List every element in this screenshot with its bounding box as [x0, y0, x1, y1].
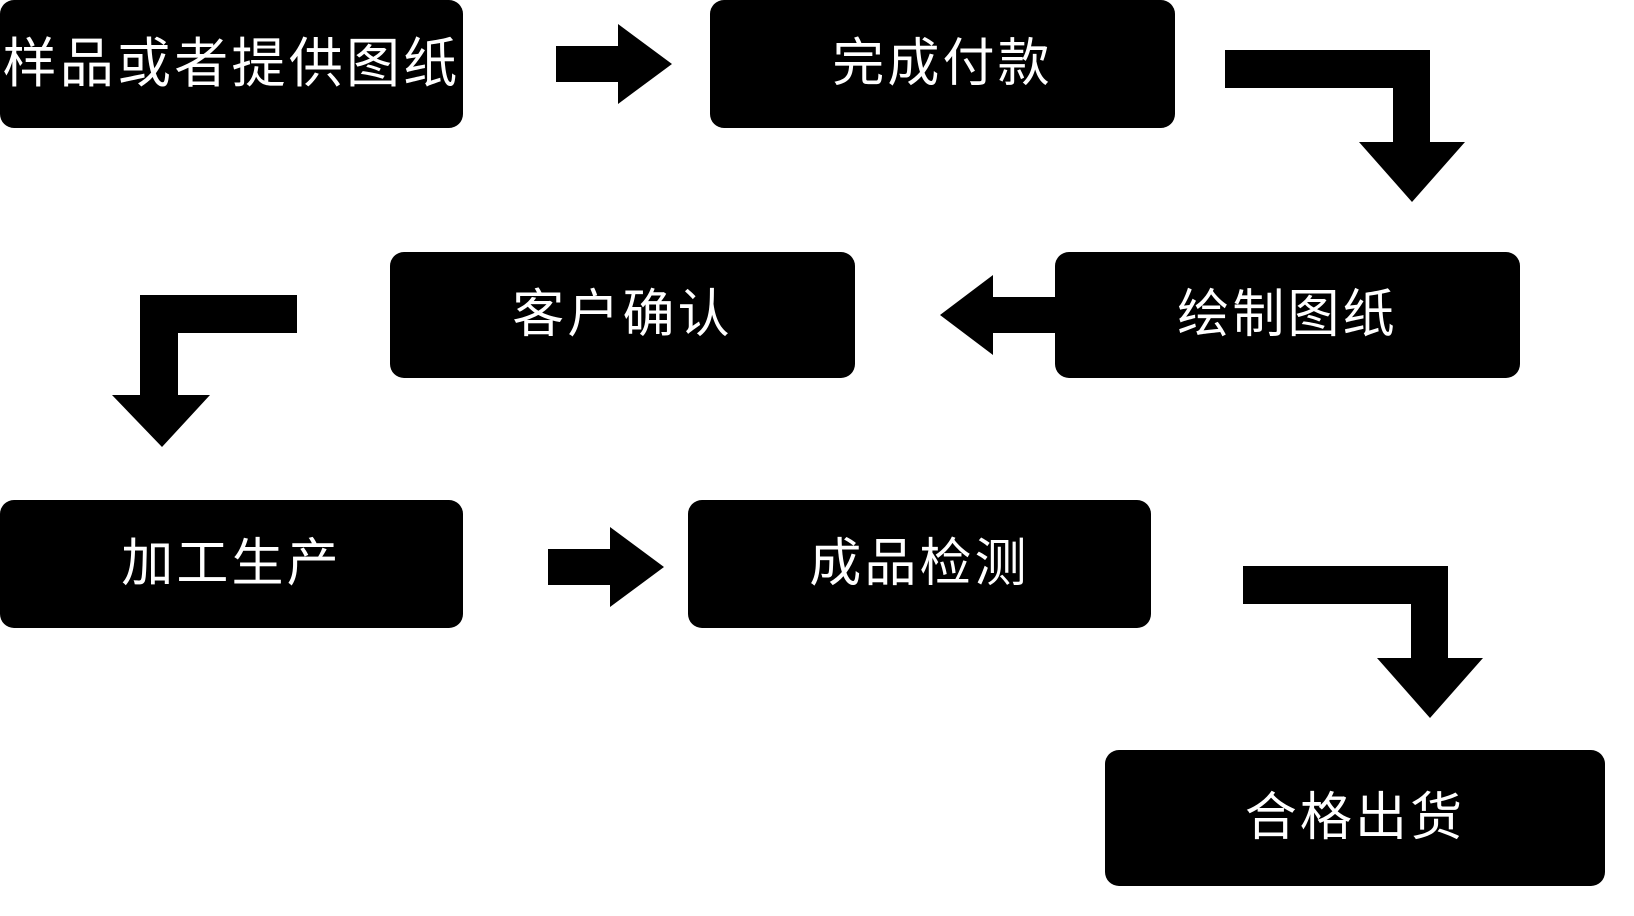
arrow-left-drawing-to-confirm [940, 275, 1055, 355]
flow-node-label: 样品或者提供图纸 [2, 32, 461, 95]
flow-node-complete-payment[interactable]: 完成付款 [710, 0, 1175, 128]
flow-node-label: 加工生产 [121, 534, 342, 594]
arrow-head-right [556, 24, 672, 104]
flow-node-finished-product-inspection[interactable]: 成品检测 [688, 500, 1151, 628]
arrow-right-sample-to-payment [556, 24, 676, 104]
flow-node-label: 成品检测 [809, 534, 1030, 594]
flow-node-qualified-shipping[interactable]: 合格出货 [1105, 750, 1605, 886]
arrow-right-production-to-inspection [548, 527, 666, 607]
flow-node-label: 绘制图纸 [1177, 285, 1398, 345]
flow-node-sample-or-drawing[interactable]: 样品或者提供图纸 [0, 0, 463, 128]
arrow-elbow-right-down [1225, 50, 1465, 202]
arrow-elbow-left-down [112, 295, 297, 447]
arrow-elbow-right-down [1243, 566, 1483, 718]
flow-node-label: 客户确认 [512, 285, 733, 345]
flow-node-label: 合格出货 [1244, 788, 1466, 848]
arrow-elbow-inspection-to-shipping [1243, 566, 1483, 721]
flow-node-label: 完成付款 [832, 34, 1053, 94]
arrow-elbow-confirm-to-production [112, 295, 297, 450]
arrow-head-right [548, 527, 664, 607]
arrow-head-left [940, 275, 1055, 355]
flow-node-customer-confirm[interactable]: 客户确认 [390, 252, 855, 378]
flow-node-production[interactable]: 加工生产 [0, 500, 463, 628]
arrow-elbow-payment-to-drawing [1225, 50, 1465, 205]
flow-node-draw-drawing[interactable]: 绘制图纸 [1055, 252, 1520, 378]
